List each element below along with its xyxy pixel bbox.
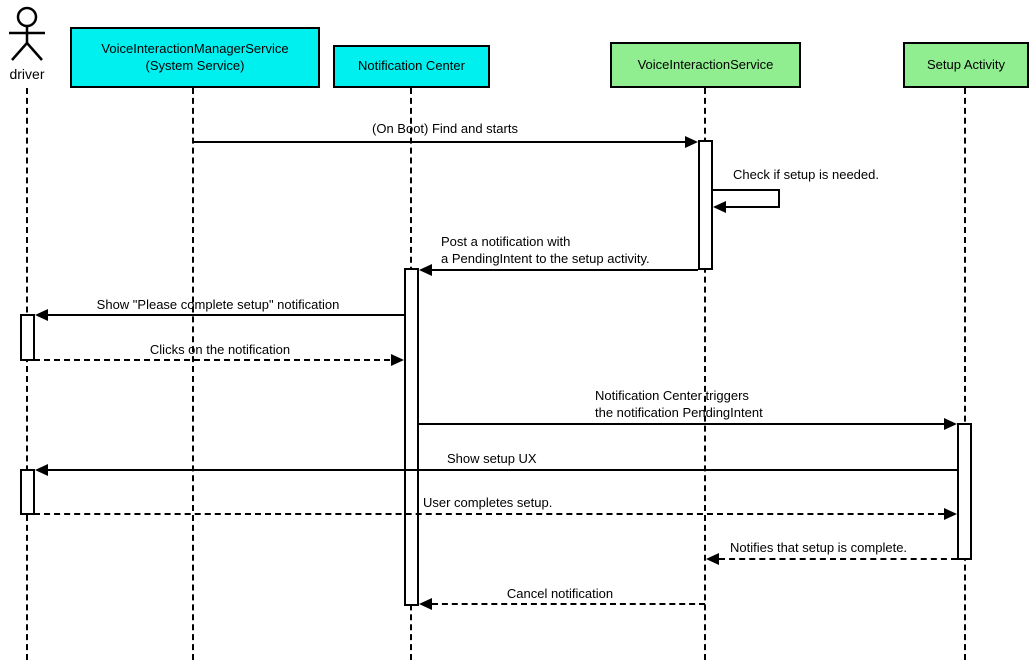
lifeline-voice-interaction-service — [704, 88, 706, 660]
message-line-user-completes-setup — [34, 513, 944, 515]
message-label-show-setup-ux: Show setup UX — [447, 451, 537, 466]
activation-driver-2 — [20, 469, 35, 515]
message-line-self-check-side — [778, 189, 780, 208]
activation-setup-activity — [957, 423, 972, 560]
message-label-self-check: Check if setup is needed. — [733, 167, 879, 182]
message-label-user-completes-setup: User completes setup. — [423, 495, 553, 510]
arrowhead-cancel-notification — [419, 598, 432, 610]
message-label-on-boot: (On Boot) Find and starts — [372, 121, 518, 136]
arrowhead-show-setup-ux — [35, 464, 48, 476]
message-line-show-setup-ux — [48, 469, 958, 471]
message-line-self-check-top — [713, 189, 780, 191]
message-label-show-setup-notification: Show "Please complete setup" notificatio… — [96, 297, 340, 312]
message-line-show-setup-notification — [48, 314, 404, 316]
message-line-post-notification — [432, 269, 698, 271]
lifeline-driver — [26, 88, 28, 660]
message-label-triggers-pendingintent: Notification Center triggers the notific… — [595, 388, 763, 420]
lifeline-setup-activity — [964, 88, 966, 660]
message-line-triggers-pendingintent — [418, 423, 944, 425]
activation-voice-interaction-service — [698, 140, 713, 270]
arrowhead-show-setup-notification — [35, 309, 48, 321]
participant-setup-activity: Setup Activity — [903, 42, 1029, 88]
participant-notification-center: Notification Center — [333, 45, 490, 88]
participant-voice-interaction-manager-service: VoiceInteractionManagerService (System S… — [70, 27, 320, 88]
message-line-self-check-bottom — [726, 206, 780, 208]
arrowhead-setup-complete — [706, 553, 719, 565]
arrowhead-post-notification — [419, 264, 432, 276]
message-label-cancel-notification: Cancel notification — [506, 586, 614, 601]
activation-driver-1 — [20, 314, 35, 361]
message-line-setup-complete — [719, 558, 957, 560]
message-line-on-boot — [193, 141, 685, 143]
lifeline-voice-interaction-manager-service — [192, 88, 194, 660]
message-label-clicks-notification: Clicks on the notification — [149, 342, 291, 357]
arrowhead-self-check — [713, 201, 726, 213]
actor-driver-label: driver — [9, 66, 45, 82]
message-line-clicks-notification — [34, 359, 390, 361]
arrowhead-clicks-notification — [391, 354, 404, 366]
arrowhead-on-boot — [685, 136, 698, 148]
arrowhead-user-completes-setup — [944, 508, 957, 520]
message-label-setup-complete: Notifies that setup is complete. — [730, 540, 908, 555]
participant-voice-interaction-service: VoiceInteractionService — [610, 42, 801, 88]
actor-driver-icon — [9, 6, 45, 61]
message-line-cancel-notification — [432, 603, 705, 605]
arrowhead-triggers-pendingintent — [944, 418, 957, 430]
activation-notification-center — [404, 268, 419, 606]
message-label-post-notification: Post a notification with a PendingIntent… — [441, 234, 650, 266]
